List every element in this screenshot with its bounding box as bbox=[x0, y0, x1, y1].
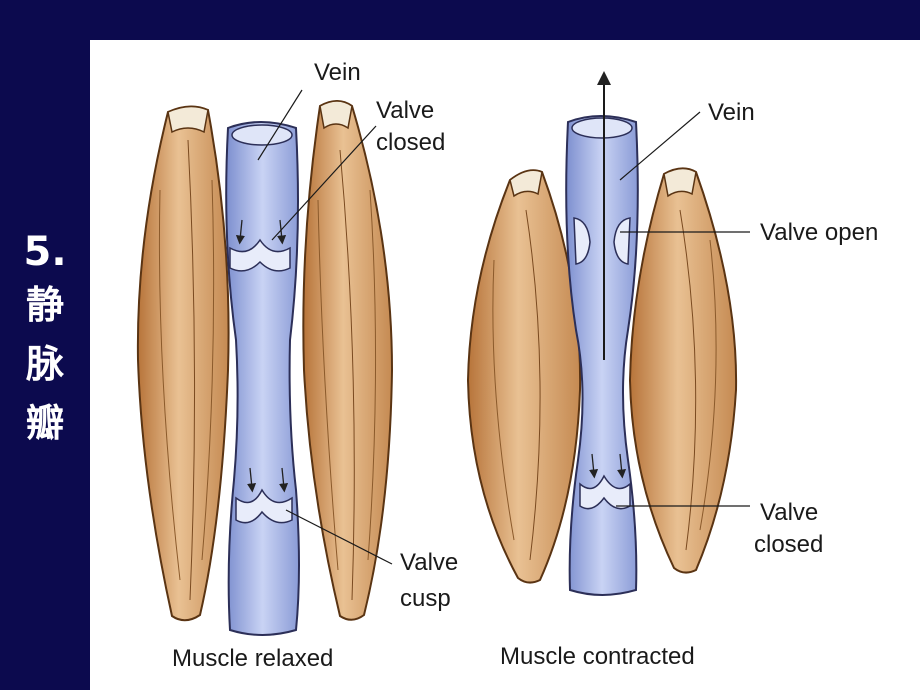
left-vein bbox=[225, 121, 300, 636]
label-vein-right: Vein bbox=[708, 99, 755, 126]
label-valve-closed-right-2: closed bbox=[754, 531, 823, 558]
label-vein-left: Vein bbox=[314, 59, 361, 86]
slide-title: 5. 静 脉 瓣 bbox=[0, 228, 90, 453]
title-number: 5. bbox=[23, 229, 67, 275]
title-char-2: 脉 bbox=[25, 342, 64, 386]
caption-relaxed: Muscle relaxed bbox=[172, 645, 333, 672]
label-valve-closed-left-2: closed bbox=[376, 129, 445, 156]
label-valve-closed-left-1: Valve bbox=[376, 97, 434, 124]
contracted-group bbox=[466, 71, 750, 596]
title-char-1: 静 bbox=[25, 283, 64, 327]
left-muscle-1 bbox=[136, 105, 230, 622]
relaxed-group bbox=[136, 89, 394, 636]
caption-contracted: Muscle contracted bbox=[500, 643, 695, 670]
title-char-3: 瓣 bbox=[25, 401, 64, 445]
label-valve-closed-right-1: Valve bbox=[760, 499, 818, 526]
left-muscle-2 bbox=[302, 100, 394, 621]
label-valve-cusp-2: cusp bbox=[400, 585, 451, 612]
label-valve-open: Valve open bbox=[760, 219, 878, 246]
label-valve-cusp-1: Valve bbox=[400, 549, 458, 576]
right-muscle-1 bbox=[466, 169, 582, 584]
right-muscle-2 bbox=[628, 167, 738, 574]
vein-valve-diagram: Vein Valve closed Valve cusp Muscle rela… bbox=[136, 59, 878, 672]
